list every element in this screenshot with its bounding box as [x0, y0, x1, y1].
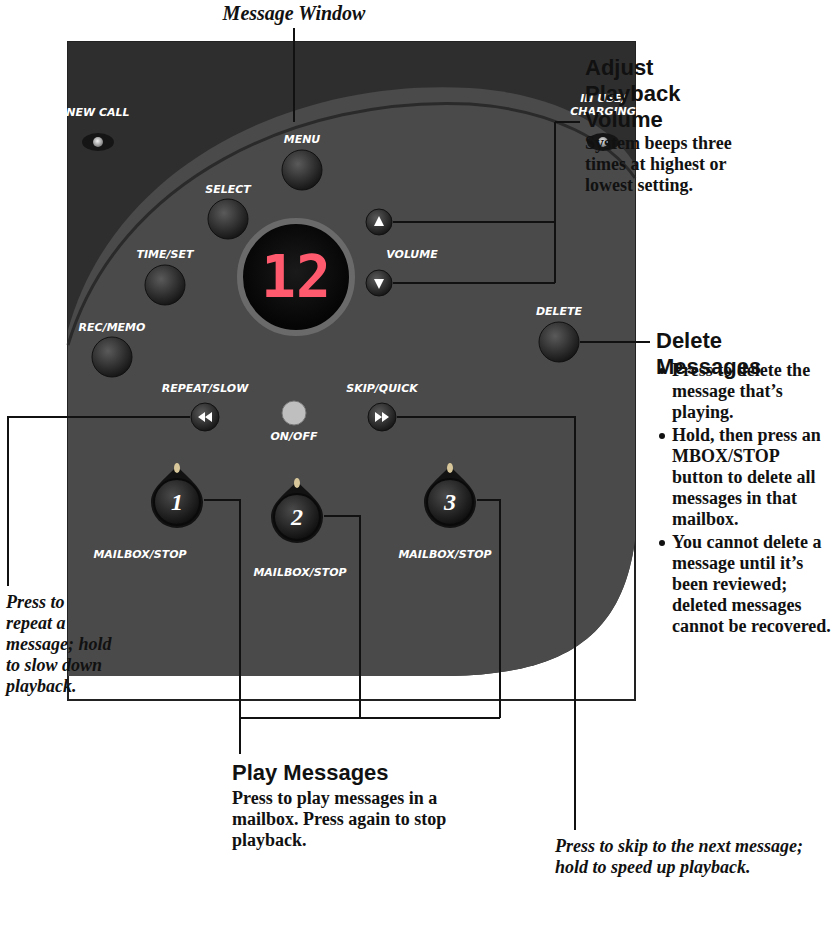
arch-edge: [68, 103, 635, 345]
callout-note: Press to skip to the next message; hold …: [555, 836, 830, 878]
menu-button: [282, 150, 322, 190]
mailbox-button: 1: [153, 478, 201, 526]
message-window-display: 12: [237, 218, 355, 336]
bullet-dot: [659, 540, 665, 546]
forward-symbol: [375, 412, 389, 422]
display-digits: 12: [261, 243, 331, 311]
mailbox-button-bezel: [271, 481, 323, 543]
panel-label: MAILBOX/STOP: [250, 566, 350, 579]
bullet-dot: [659, 433, 665, 439]
callout-note: System beeps three times at highest or l…: [585, 133, 755, 196]
panel-label: TIME/SET: [125, 248, 205, 261]
panel-arch: [68, 87, 635, 676]
button-number: 1: [171, 489, 183, 516]
callout-note: You cannot delete a message until it’s b…: [672, 532, 832, 637]
callout-note: Press to repeat a message; hold to slow …: [6, 592, 114, 697]
rewind-symbol: [198, 412, 212, 422]
mailbox-button-bezel: [151, 466, 203, 528]
callout-heading: Adjust Playback Volume: [585, 55, 715, 133]
led-bezel: [82, 133, 114, 151]
panel-label: MAILBOX/STOP: [395, 548, 495, 561]
callout-note: Press to play messages in a mailbox. Pre…: [232, 788, 497, 851]
leader-lines: [8, 28, 650, 830]
panel-face: [68, 42, 635, 676]
rec-memo-button: [92, 337, 132, 377]
repeat-button: [191, 403, 219, 431]
button-number: 2: [291, 504, 303, 531]
panel-label: SELECT: [188, 183, 268, 196]
panel-label: REPEAT/SLOW: [155, 382, 255, 395]
select-button: [208, 199, 248, 239]
mailbox-led: [174, 463, 180, 473]
panel-label: VOLUME: [377, 248, 447, 261]
callout-heading: Play Messages: [232, 760, 492, 786]
panel-label: MAILBOX/STOP: [90, 548, 190, 561]
time-set-button: [145, 265, 185, 305]
callout-note: Message Window: [194, 2, 394, 25]
panel-label: MENU: [267, 133, 337, 146]
delete-button: [539, 322, 579, 362]
panel-label: ON/OFF: [259, 430, 329, 443]
mailbox-button-bezel: [424, 466, 476, 528]
housing-outline: [68, 42, 635, 700]
mailbox-led: [447, 463, 453, 473]
panel-label: REC/MEMO: [67, 321, 157, 334]
skip-button: [368, 403, 396, 431]
panel-label: DELETE: [519, 305, 599, 318]
up-arrow-symbol: [374, 216, 384, 226]
callout-note: Hold, then press an MBOX/STOP button to …: [672, 425, 832, 530]
on-off-button: [282, 401, 306, 425]
callout-note: Press to delete the message that’s playi…: [672, 360, 832, 423]
volume-up-button: [366, 209, 392, 235]
mailbox-button: 3: [426, 478, 474, 526]
panel-label: SKIP/QUICK: [332, 382, 432, 395]
mailbox-button: 2: [273, 493, 321, 541]
led: [93, 137, 103, 147]
down-arrow-symbol: [374, 279, 384, 289]
mailbox-led: [294, 478, 300, 488]
button-number: 3: [444, 489, 456, 516]
panel-label: NEW CALL: [53, 106, 143, 119]
bullet-dot: [659, 368, 665, 374]
volume-down-button: [366, 270, 392, 296]
